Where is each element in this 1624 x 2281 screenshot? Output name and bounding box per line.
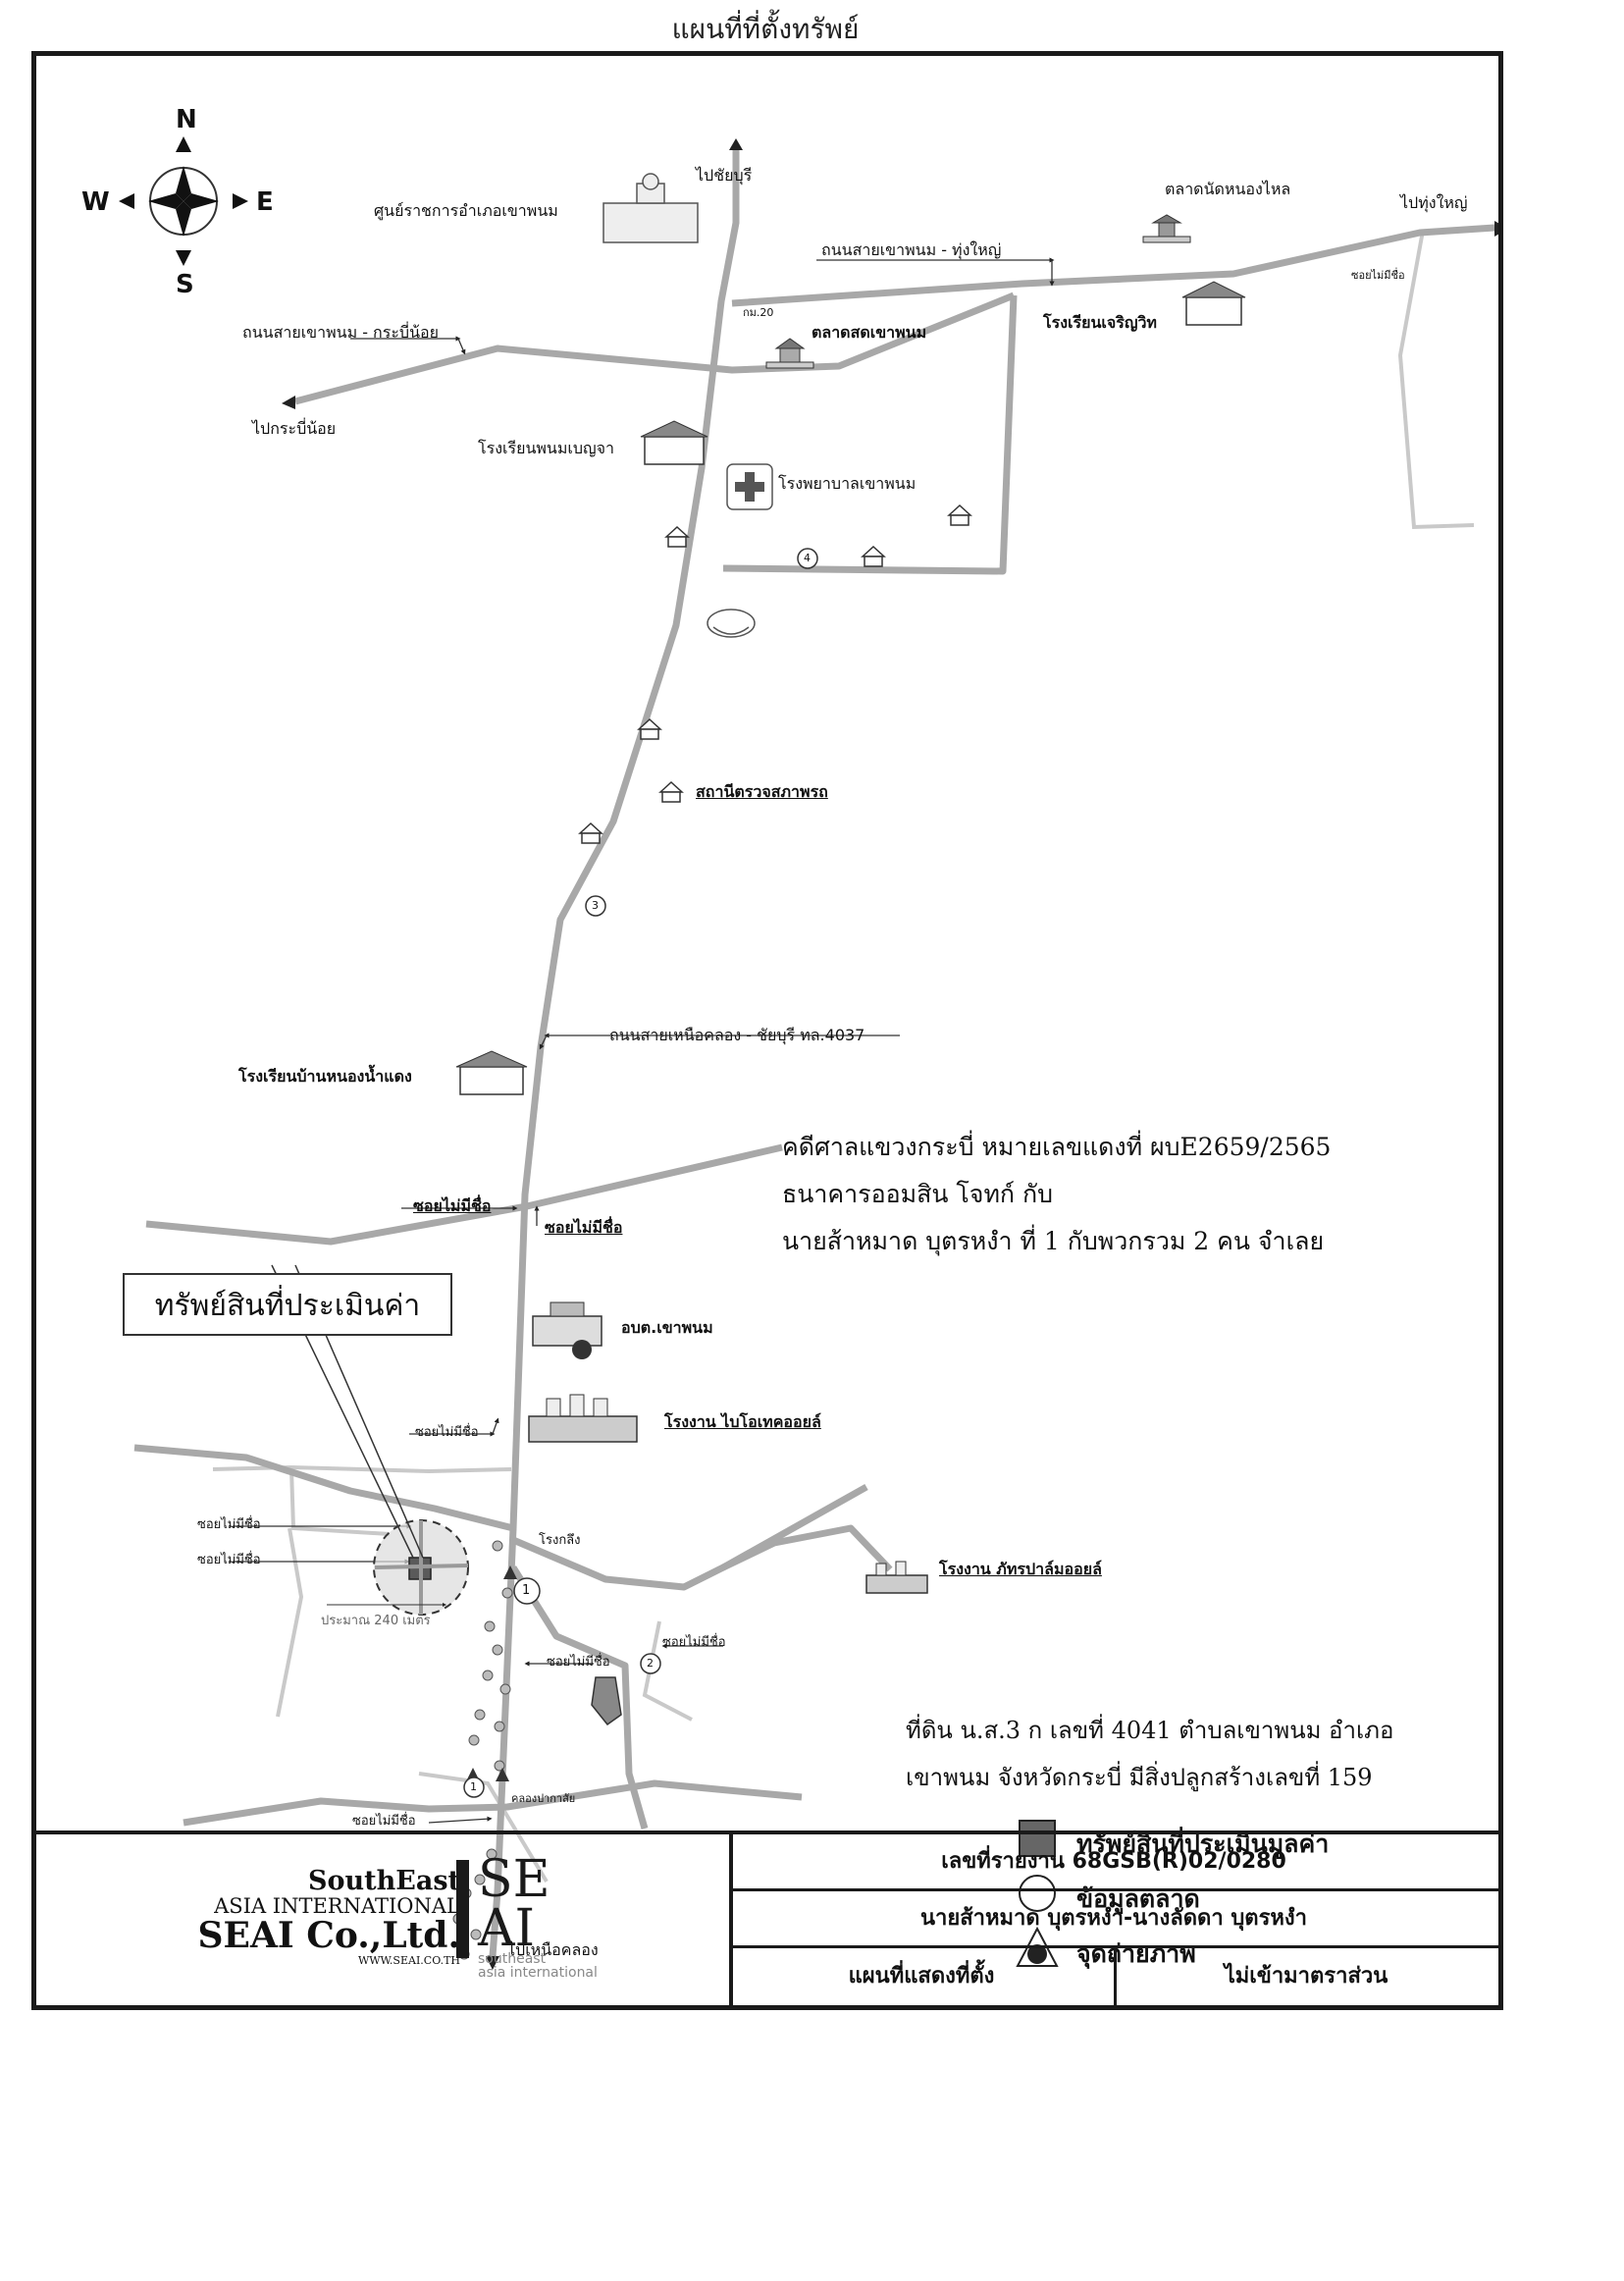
- label-to-krabinoi: ไปกระบี่น้อย: [252, 419, 337, 438]
- label-to-thungyai: ไปทุ่งใหญ่: [1400, 193, 1468, 212]
- label-soi-no-name-4: ซอยไม่มีชื่อ: [197, 1517, 261, 1532]
- compass-west: W: [81, 187, 110, 217]
- minor-roads: [212, 230, 1475, 1883]
- company-name: SouthEast ASIA INTERNATIONAL SEAI Co.,Lt…: [95, 1866, 461, 1968]
- label-to-chaiburi: ไปชัยบุรี: [696, 166, 753, 185]
- company-logo-block: SouthEast ASIA INTERNATIONAL SEAI Co.,Lt…: [36, 1830, 733, 2005]
- logo-sub-1: southeast: [478, 1951, 547, 1967]
- subject-property-area: [271, 1264, 469, 1616]
- label-klong-pakasai: คลองปากาสัย: [511, 1792, 576, 1805]
- hospital-icon: [726, 463, 773, 510]
- marker-3: 3: [592, 899, 599, 912]
- label-biotech-plant: โรงงาน ไบโอเทคออยล์: [664, 1412, 821, 1431]
- fresh-market-icon: [765, 338, 814, 369]
- marker-1: 1: [522, 1583, 531, 1598]
- label-soi-no-name-6: ซอยไม่มีชื่อ: [662, 1635, 726, 1650]
- report-number: เลขที่รายงาน 68GSB(R)02/0280: [729, 1834, 1498, 1891]
- location-map: [119, 136, 1498, 1970]
- land-line-1: ที่ดิน น.ส.3 ก เลขที่ 4041 ตำบลเขาพนม อำ…: [906, 1717, 1394, 1744]
- label-rongking: โรงกลึง: [539, 1533, 581, 1548]
- subject-property-square-icon: [1019, 1820, 1056, 1857]
- label-charoenwit-school: โรงเรียนเจริญวิท: [1043, 313, 1157, 332]
- land-info: ที่ดิน น.ส.3 ก เลขที่ 4041 ตำบลเขาพนม อำ…: [906, 1707, 1393, 1801]
- case-line-2: ธนาคารออมสิน โจทก์ กับ: [782, 1180, 1054, 1208]
- subject-property-callout: ทรัพย์สินที่ประเมินค่า: [123, 1273, 452, 1336]
- report-info-block: เลขที่รายงาน 68GSB(R)02/0280 นายส้าหมาด …: [729, 1830, 1498, 2005]
- case-info: คดีศาลแขวงกระบี่ หมายเลขแดงที่ ผบE2659/2…: [782, 1124, 1331, 1265]
- biotech-plant-icon: [528, 1394, 638, 1443]
- logo-top: SE: [478, 1850, 550, 1909]
- market-data-circle-icon: [1019, 1875, 1056, 1912]
- pond: [591, 1676, 622, 1726]
- label-road-nueaklong-chaiburi: ถนนสายเหนือคลอง - ชัยบุรี ทล.4037: [609, 1026, 865, 1044]
- label-pattra-plant: โรงงาน ภัทรปาล์มออยล์: [939, 1560, 1102, 1578]
- numbered-marker-circles: [463, 548, 818, 1798]
- label-road-khaophanom-krabinoi: ถนนสายเขาพนม - กระบี่น้อย: [242, 323, 440, 342]
- phanombenja-school-icon: [640, 420, 708, 465]
- label-fresh-market: ตลาดสดเขาพนม: [812, 323, 927, 342]
- marker-2: 2: [647, 1657, 654, 1670]
- label-soi-no-name-1: ซอยไม่มีชื่อ: [413, 1196, 492, 1215]
- marker-1b: 1: [470, 1780, 477, 1793]
- compass-south: S: [176, 270, 194, 299]
- water-tower-icon: [707, 609, 756, 638]
- case-line-1: คดีศาลแขวงกระบี่ หมายเลขแดงที่ ผบE2659/2…: [782, 1133, 1332, 1161]
- label-hospital: โรงพยาบาลเขาพนม: [778, 474, 917, 493]
- nongnamdaeng-school-icon: [455, 1050, 528, 1095]
- owner-name: นายส้าหมาด บุตรหงำ-นางลัดดา บุตรหงำ: [729, 1891, 1498, 1948]
- house-icons: [578, 504, 972, 844]
- logo-bottom: AI: [478, 1899, 536, 1958]
- marker-4: 4: [804, 552, 811, 564]
- company-line-3: SEAI Co.,Ltd.: [197, 1915, 461, 1956]
- label-soi-no-name-ne: ซอยไม่มีชื่อ: [1351, 269, 1405, 282]
- pattra-plant-icon: [865, 1561, 928, 1594]
- label-km20: กม.20: [743, 306, 774, 319]
- compass-east: E: [256, 187, 274, 217]
- company-line-2: ASIA INTERNATIONAL: [214, 1894, 460, 1918]
- land-line-2: เขาพนม จังหวัดกระบี่ มีสิ่งปลูกสร้างเลขท…: [906, 1764, 1373, 1791]
- logo-bar: [456, 1860, 469, 1958]
- compass-north: N: [176, 105, 197, 134]
- label-nonghai-market: ตลาดนัดหนองไหล: [1165, 180, 1291, 198]
- company-line-1: SouthEast: [308, 1866, 460, 1896]
- label-phanombenja-school: โรงเรียนพนมเบญจา: [478, 439, 615, 457]
- label-road-khaophanom-thungyai: ถนนสายเขาพนม - ทุ่งใหญ่: [821, 240, 1002, 259]
- page-title: แผนที่ที่ตั้งทรัพย์: [671, 13, 860, 45]
- label-approx-distance: ประมาณ 240 เมตร: [321, 1614, 431, 1628]
- dwelling-dots: [452, 1540, 513, 1960]
- major-roads: [133, 150, 1495, 1957]
- legend-label-photo: จุดถ่ายภาพ: [1076, 1939, 1196, 1968]
- compass-rose-icon: [119, 136, 248, 266]
- case-line-3: นายส้าหมาด บุตรหงำ ที่ 1 กับพวกรวม 2 คน …: [782, 1227, 1325, 1255]
- obt-office-icon: [532, 1301, 602, 1359]
- label-vehicle-inspection: สถานีตรวจสภาพรถ: [696, 782, 828, 801]
- label-soi-no-name-5: ซอยไม่มีชื่อ: [197, 1553, 261, 1567]
- label-soi-no-name-8: ซอยไม่มีชื่อ: [352, 1814, 416, 1829]
- charoenwit-school-icon: [1181, 281, 1246, 326]
- company-web: WWW.SEAI.CO.TH: [357, 1954, 460, 1967]
- label-district-office: ศูนย์ราชการอำเภอเขาพนม: [374, 201, 558, 220]
- label-to-nueaklong: ไปเหนือคลอง: [507, 1940, 599, 1959]
- map-frame: N S E W ไปชัยบุรี ศูนย์ราชการอำเภอเขาพนม…: [31, 51, 1503, 2010]
- nonghai-market-icon: [1142, 214, 1191, 243]
- label-soi-no-name-2: ซอยไม่มีชื่อ: [545, 1218, 623, 1237]
- map-type-row: แผนที่แสดงที่ตั้ง ไม่เข้ามาตราส่วน: [729, 1948, 1498, 2005]
- district-office-icon: [602, 173, 699, 243]
- road-end-arrows: [282, 138, 1498, 1970]
- map-type: แผนที่แสดงที่ตั้ง: [729, 1948, 1117, 2005]
- logo-sub-2: asia international: [478, 1965, 598, 1981]
- map-scale: ไม่เข้ามาตราส่วน: [1224, 1964, 1388, 1989]
- label-soi-no-name-3: ซอยไม่มีชื่อ: [415, 1425, 479, 1440]
- label-soi-no-name-7: ซอยไม่มีชื่อ: [547, 1655, 610, 1670]
- label-nongnamdaeng-school: โรงเรียนบ้านหนองน้ำแดง: [238, 1067, 412, 1086]
- label-obt-khaophanom: อบต.เขาพนม: [621, 1318, 713, 1337]
